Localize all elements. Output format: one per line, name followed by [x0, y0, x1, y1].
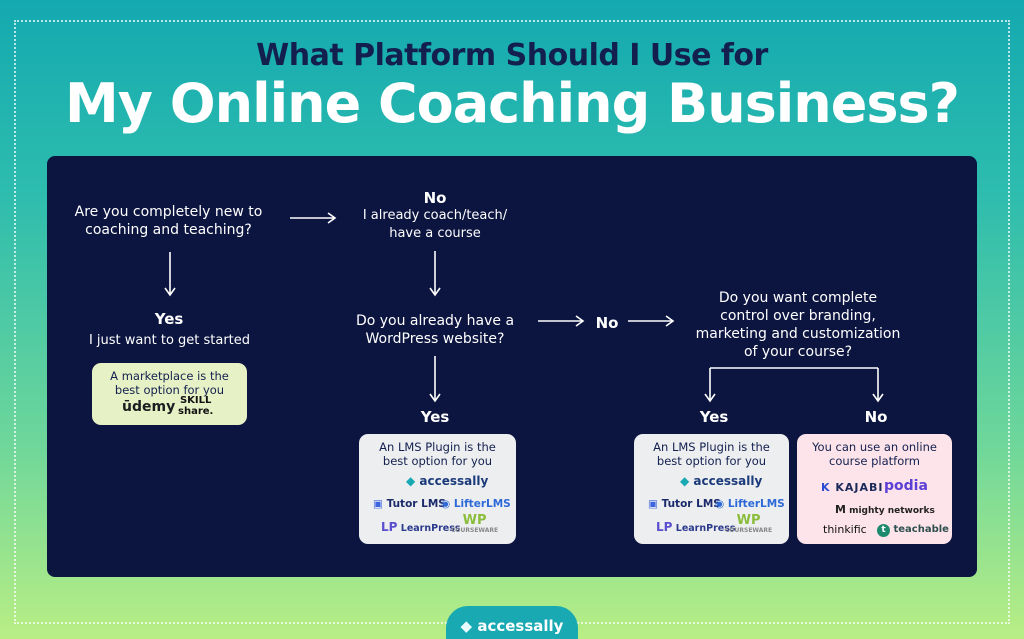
- accessally-logo: ◆ accessally: [680, 474, 763, 488]
- card-course-platform: You can use an online course platform K …: [797, 434, 952, 544]
- learnpress-logo-text: LearnPress: [675, 523, 736, 534]
- arrow-right-icon: [538, 315, 585, 327]
- accessally-logo: ◆ accessally: [406, 474, 489, 488]
- card-course-platform-title: You can use an online course platform: [812, 440, 937, 468]
- arrow-branch-icon: [704, 367, 884, 403]
- card-marketplace: A marketplace is the best option for you…: [92, 363, 247, 425]
- answer-yes-1: Yes: [154, 310, 184, 328]
- answer-no-1-detail: I already coach/teach/ have a course: [362, 208, 508, 241]
- flowchart-panel: Are you completely new to coaching and t…: [47, 156, 977, 577]
- arrow-down-icon: [429, 251, 441, 297]
- udemy-logo: ūdemy: [122, 399, 176, 415]
- lifter-lms-logo: ◉ LifterLMS: [441, 498, 511, 510]
- skillshare-logo-line-2: share.: [178, 406, 214, 417]
- learnpress-logo-text: LearnPress: [400, 523, 461, 534]
- arrow-down-icon: [429, 356, 441, 403]
- arrow-down-icon: [164, 252, 176, 297]
- lifter-lms-logo-text: LifterLMS: [453, 498, 511, 510]
- teachable-logo: t teachable: [877, 523, 949, 537]
- answer-yes-3: Yes: [699, 408, 729, 426]
- kajabi-logo: K KAJABI: [821, 481, 884, 494]
- wp-courseware-logo-text: COURSEWARE: [451, 527, 499, 534]
- title-line-1: What Platform Should I Use for: [256, 38, 768, 73]
- wp-courseware-logo-mark: WP: [462, 513, 487, 528]
- lifter-lms-logo: ◉ LifterLMS: [715, 498, 785, 510]
- footer-brand-text: accessally: [477, 617, 564, 635]
- arrow-right-icon: [290, 212, 337, 224]
- card-lms-plugin-2-title: An LMS Plugin is the best option for you: [653, 440, 770, 468]
- kajabi-logo-text: KAJABI: [835, 481, 884, 494]
- title-line-2: My Online Coaching Business?: [65, 72, 960, 135]
- card-lms-plugin-2: An LMS Plugin is the best option for you…: [634, 434, 789, 544]
- footer-brand-tab: ◆ accessally: [446, 606, 578, 639]
- answer-yes-1-detail: I just want to get started: [88, 333, 251, 348]
- mighty-networks-logo-text: mighty networks: [849, 506, 935, 516]
- card-lms-plugin-1-title: An LMS Plugin is the best option for you: [379, 440, 496, 468]
- wp-courseware-logo-mark: WP: [736, 513, 761, 528]
- learnpress-logo: LP LearnPress: [656, 520, 736, 534]
- tutor-lms-logo-text: Tutor LMS: [386, 498, 446, 510]
- answer-yes-2: Yes: [420, 408, 450, 426]
- podia-logo: podia: [884, 478, 928, 494]
- question-new-to-coaching: Are you completely new to coaching and t…: [74, 204, 263, 238]
- skillshare-logo: SKILL share.: [178, 395, 213, 417]
- mighty-networks-logo: M mighty networks: [835, 503, 935, 516]
- accessally-logo-text: accessally: [419, 474, 489, 488]
- answer-no-1: No: [423, 189, 447, 207]
- arrow-right-icon: [628, 315, 675, 327]
- card-marketplace-title: A marketplace is the best option for you: [110, 369, 229, 397]
- tutor-lms-logo-text: Tutor LMS: [661, 498, 721, 510]
- wp-courseware-logo-text: COURSEWARE: [725, 527, 773, 534]
- lifter-lms-logo-text: LifterLMS: [727, 498, 785, 510]
- accessally-logo-text: accessally: [693, 474, 763, 488]
- tutor-lms-logo: ▣ Tutor LMS: [648, 498, 721, 510]
- answer-no-3: No: [864, 408, 888, 426]
- teachable-logo-text: teachable: [893, 524, 949, 535]
- learnpress-logo: LP LearnPress: [381, 520, 461, 534]
- answer-no-2: No: [595, 314, 619, 332]
- question-wordpress: Do you already have a WordPress website?: [355, 313, 515, 347]
- tutor-lms-logo: ▣ Tutor LMS: [373, 498, 446, 510]
- wp-courseware-logo: WP COURSEWARE: [451, 514, 498, 535]
- footer-accessally-logo: ◆ accessally: [460, 617, 564, 635]
- question-complete-control: Do you want complete control over brandi…: [695, 290, 901, 360]
- wp-courseware-logo: WP COURSEWARE: [725, 514, 772, 535]
- card-lms-plugin-1: An LMS Plugin is the best option for you…: [359, 434, 516, 544]
- skillshare-logo-line-1: SKILL: [179, 395, 212, 406]
- thinkific-logo: thinkific: [823, 523, 867, 536]
